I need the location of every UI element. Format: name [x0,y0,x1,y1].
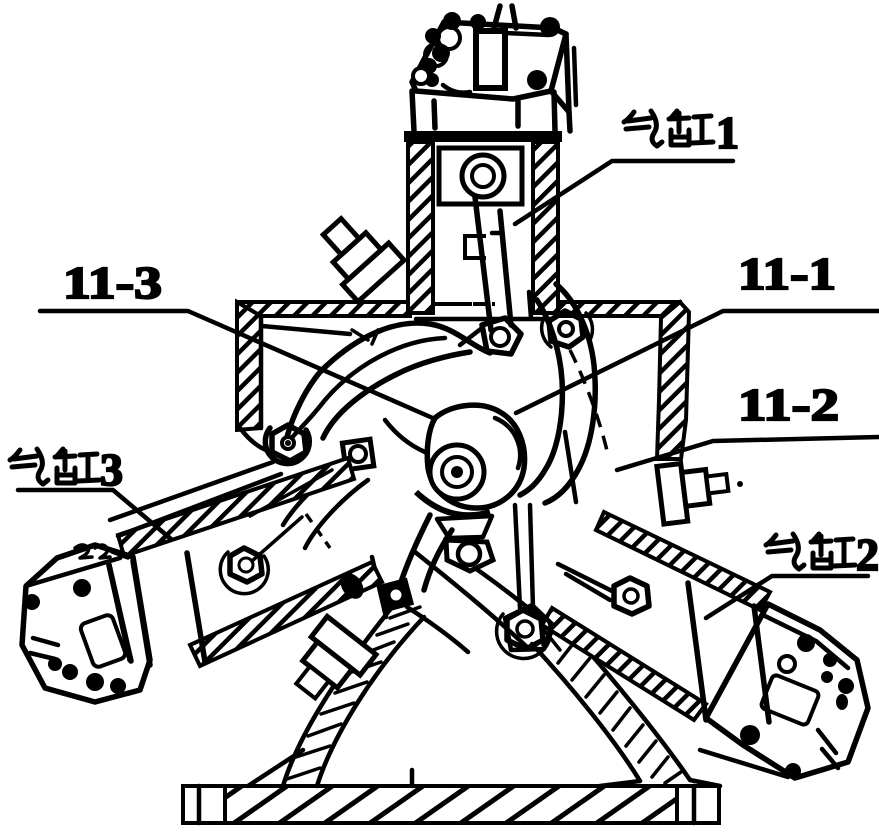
svg-text:11-1: 11-1 [738,248,836,299]
svg-text:1: 1 [716,107,739,158]
svg-text:3: 3 [100,444,123,495]
svg-text:11-3: 11-3 [63,257,162,308]
svg-text:11-2: 11-2 [738,379,839,430]
svg-text:2: 2 [856,529,879,580]
